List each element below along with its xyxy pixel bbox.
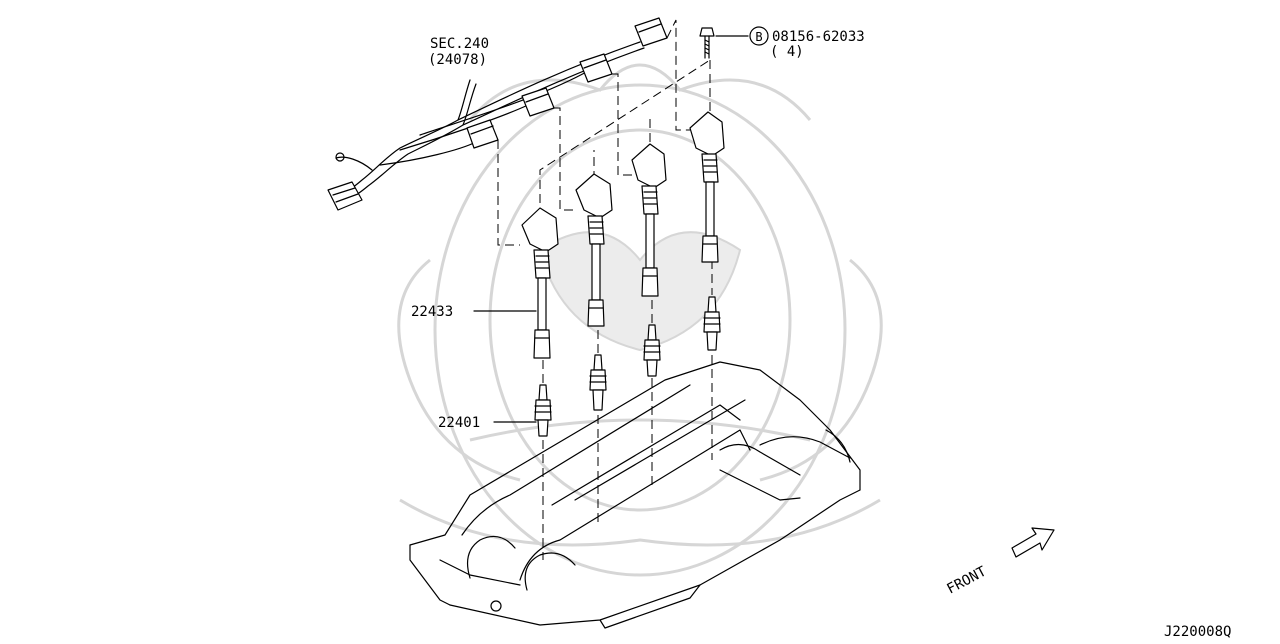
label-bolt-part: 08156-62033 [772, 29, 865, 45]
bolt-callout-letter: B [755, 30, 762, 44]
bolt-08156 [699, 27, 749, 59]
leader-dashes [497, 19, 713, 560]
spark-plug-1 [534, 384, 552, 437]
ignition-coil-4 [689, 111, 725, 263]
label-drawing-id: J220008Q [1164, 624, 1231, 639]
label-front: FRONT [944, 563, 989, 597]
spark-plug-2 [589, 354, 607, 411]
label-spark-plug: 22401 [438, 415, 480, 431]
engine-harness [327, 17, 668, 211]
label-bolt-qty: ( 4) [770, 44, 804, 60]
label-leaders [473, 310, 537, 423]
label-ignition-coil: 22433 [411, 304, 453, 320]
bolt-callout-circle [749, 26, 769, 46]
ignition-coil-3 [631, 143, 667, 297]
spark-plug-3 [643, 324, 661, 377]
ignition-coil-1 [521, 207, 559, 359]
front-arrow-icon [1011, 527, 1055, 558]
spark-plug-4 [703, 296, 721, 351]
ignition-coil-2 [575, 173, 613, 327]
engine-cover [409, 361, 861, 629]
label-sec-ref: SEC.240 [430, 36, 489, 52]
label-sec-part: (24078) [428, 52, 487, 68]
